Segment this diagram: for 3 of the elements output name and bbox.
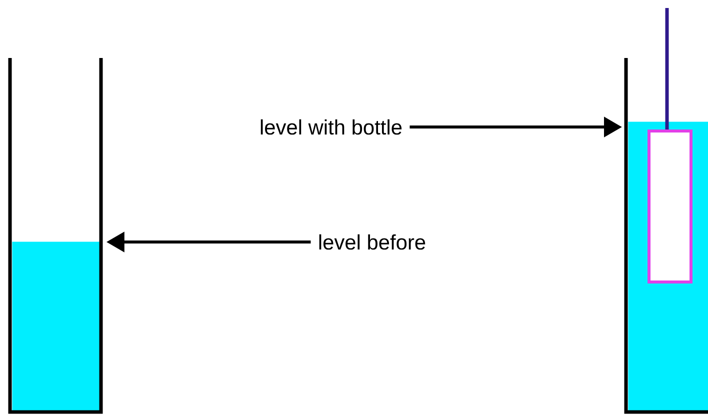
arrow-label: level before	[319, 234, 426, 250]
water-fill	[12, 242, 100, 411]
arrow-label: level with bottle	[260, 119, 402, 135]
